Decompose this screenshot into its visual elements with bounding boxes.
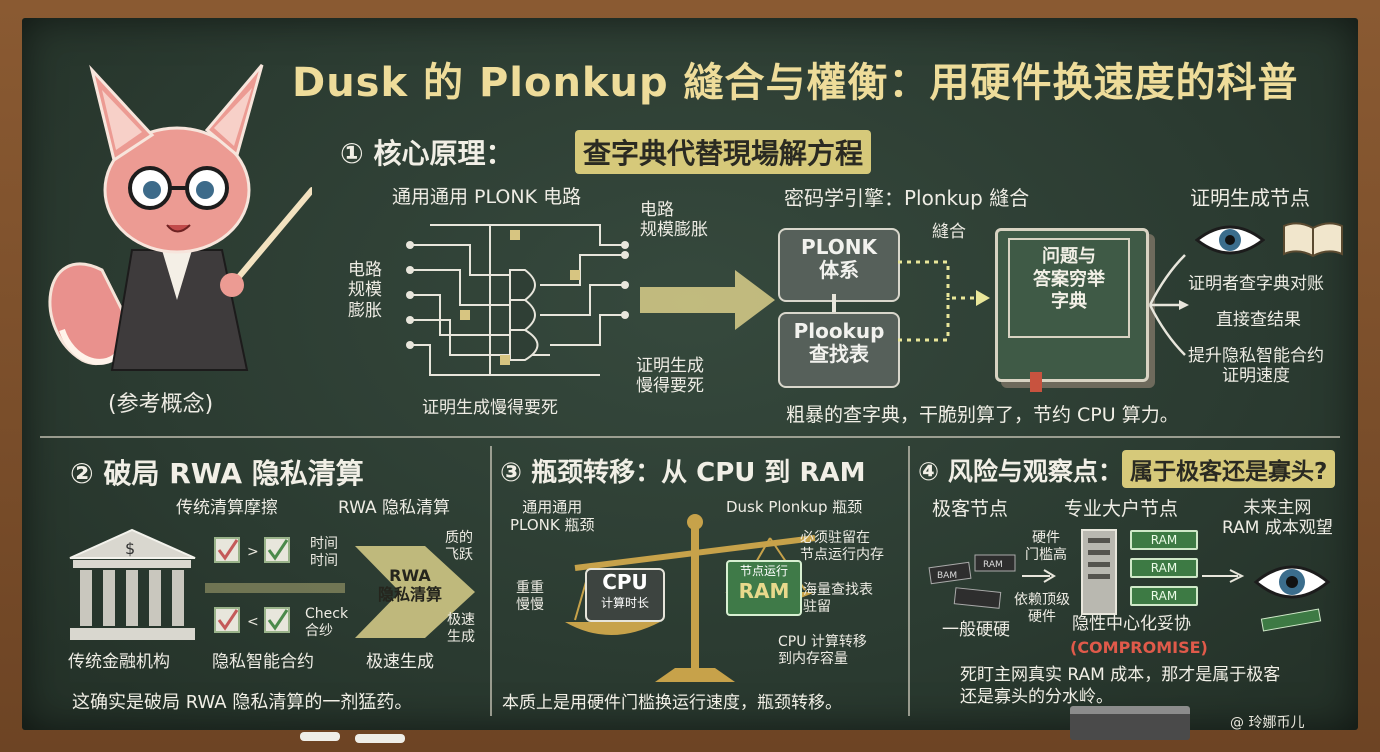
rwa-flow-arrows — [205, 546, 475, 638]
section1-highlight: 查字典代替現場解方程 — [575, 130, 872, 174]
ram-label: RAM — [738, 579, 790, 603]
bank-icon: $ — [69, 528, 196, 640]
book-text: 问题与 答案穷举 字典 — [1008, 238, 1130, 338]
contract-label: 隐私智能合约 — [212, 652, 314, 672]
node-item-2: 直接查结果 — [1216, 310, 1301, 330]
watching-eye-icon — [1253, 565, 1331, 632]
circuit-left-label: 电路 规模 膨胀 — [348, 260, 382, 321]
ram-top-label: 节点运行 — [739, 564, 788, 578]
node-title: 证明生成节点 — [1190, 186, 1310, 210]
engine-title: 密码学引擎：Plonkup 縫合 — [784, 186, 1030, 210]
circuit-bottom-right-label: 证明生成 慢得要死 — [636, 356, 704, 397]
compromise-en-label: (COMPROMISE) — [1070, 638, 1208, 657]
institution-label: 传统金融机构 — [68, 652, 170, 672]
section2-heading: ② 破局 RWA 隐私清算 — [70, 457, 364, 490]
section3-summary: 本质上是用硬件门槛换运行速度，瓶颈转移。 — [502, 693, 842, 713]
checkbox-icons: > < — [214, 537, 290, 633]
section4-heading: ④ 风险与观察点： — [918, 457, 1123, 486]
ram-chip-text: RAM — [983, 560, 1003, 570]
section1-summary: 粗暴的查字典，干脆别算了，节约 CPU 算力。 — [786, 404, 1179, 426]
page-title: Dusk 的 Plonkup 縫合与權衡：用硬件换速度的科普 — [292, 60, 1299, 106]
ram-stick-3: RAM — [1130, 586, 1198, 606]
ram-stick-2: RAM — [1130, 558, 1198, 578]
mascot-caption: (参考概念) — [108, 392, 214, 417]
check-label: Check 合纱 — [305, 606, 349, 639]
section2-summary: 这确实是破局 RWA 隐私清算的一剂猛药。 — [72, 692, 413, 713]
geek-node-label: 极客节点 — [932, 498, 1009, 520]
big-right-arrow — [640, 270, 775, 330]
rwa-privacy-label: RWA 隐私清算 — [338, 498, 451, 518]
book-ribbon — [1030, 372, 1042, 392]
open-book-icon — [1283, 222, 1343, 258]
cpu-sub-label: 计算时长 — [600, 596, 649, 610]
arrow-right-small — [1022, 569, 1056, 583]
plonk-system-box: PLONK 体系 — [778, 228, 900, 302]
plonk-bottleneck-title: 通用通用 PLONK 瓶颈 — [510, 498, 595, 534]
node-branch-arrows — [1148, 254, 1189, 356]
rwa-arrow-text: RWA 隐私清算 — [377, 566, 442, 605]
ram-box: 节点运行 RAM — [726, 560, 802, 616]
small-ram-chips-icon: BAM RAM — [928, 554, 1016, 609]
chalk-piece-1 — [300, 732, 340, 741]
future-ram-label: 未来主网 RAM 成本观望 — [1222, 498, 1333, 539]
plonkup-bottleneck-title: Dusk Plonkup 瓶颈 — [726, 498, 863, 516]
svg-text:$: $ — [125, 539, 135, 558]
vertical-divider-1 — [490, 446, 492, 716]
must-stay-label: 必须驻留在 节点运行内存 — [800, 530, 884, 563]
chalk-piece-2 — [355, 734, 405, 743]
cpu-box: CPU 计算时长 — [585, 568, 665, 622]
leap-label: 质的 飞跃 — [445, 530, 473, 563]
fox-mascot-illustration — [48, 64, 312, 371]
traditional-friction-label: 传统清算摩擦 — [176, 498, 278, 518]
svg-text:<: < — [247, 614, 259, 630]
section4-summary: 死盯主网真实 RAM 成本，那才是属于极客 还是寡头的分水岭。 — [960, 665, 1281, 708]
arrow-right-future — [1202, 569, 1245, 583]
pro-node-label: 专业大户节点 — [1064, 498, 1179, 520]
dotted-stitch-arrows — [898, 260, 990, 342]
node-item-3: 提升隐私智能合约 证明速度 — [1188, 346, 1324, 387]
stitch-label: 縫合 — [932, 222, 966, 242]
circuit-top-right-label: 电路 规模膨胀 — [640, 200, 708, 241]
fast-gen-label: 极速生成 — [366, 652, 434, 672]
section4-highlight: 属于极客还是寡头? — [1122, 450, 1336, 488]
engine-connector — [832, 294, 836, 312]
massive-table-label: 海量查找表 驻留 — [803, 582, 873, 615]
dictionary-book — [995, 228, 1149, 382]
circuit-title: 通用通用 PLONK 电路 — [392, 186, 582, 208]
bad-ram-chip-text: BAM — [937, 571, 957, 581]
cpu-shift-label: CPU 计算转移 到内存容量 — [778, 634, 867, 667]
eye-icon — [1195, 225, 1265, 255]
plonk-circuit-diagram — [406, 224, 629, 376]
circuit-bottom-label: 证明生成慢得要死 — [422, 398, 558, 418]
heavy-slow-label: 重重 慢慢 — [516, 580, 544, 613]
top-hw-label: 依赖顶级 硬件 — [1014, 592, 1070, 625]
vertical-divider-2 — [908, 446, 910, 716]
server-tower-icon — [1081, 529, 1117, 615]
section3-heading: ③ 瓶颈转移：从 CPU 到 RAM — [500, 458, 866, 488]
svg-text:>: > — [247, 544, 259, 560]
node-item-1: 证明者查字典对账 — [1188, 274, 1324, 294]
hw-high-label: 硬件 门槛高 — [1025, 530, 1067, 563]
eraser — [1070, 706, 1190, 740]
fast-label: 极速 生成 — [447, 612, 475, 645]
time-label: 时间 时间 — [310, 536, 338, 569]
normal-hw-label: 一般硬硬 — [942, 620, 1010, 640]
compromise-label: 隐性中心化妥协 — [1072, 614, 1191, 634]
cpu-label: CPU — [602, 570, 648, 594]
plookup-table-box: Plookup 查找表 — [778, 312, 900, 388]
section1-heading: ① 核心原理： — [340, 137, 514, 170]
ram-stick-1: RAM — [1130, 530, 1198, 550]
horizontal-divider — [40, 436, 1340, 438]
watermark: @ 玲娜币儿 — [1230, 715, 1305, 731]
